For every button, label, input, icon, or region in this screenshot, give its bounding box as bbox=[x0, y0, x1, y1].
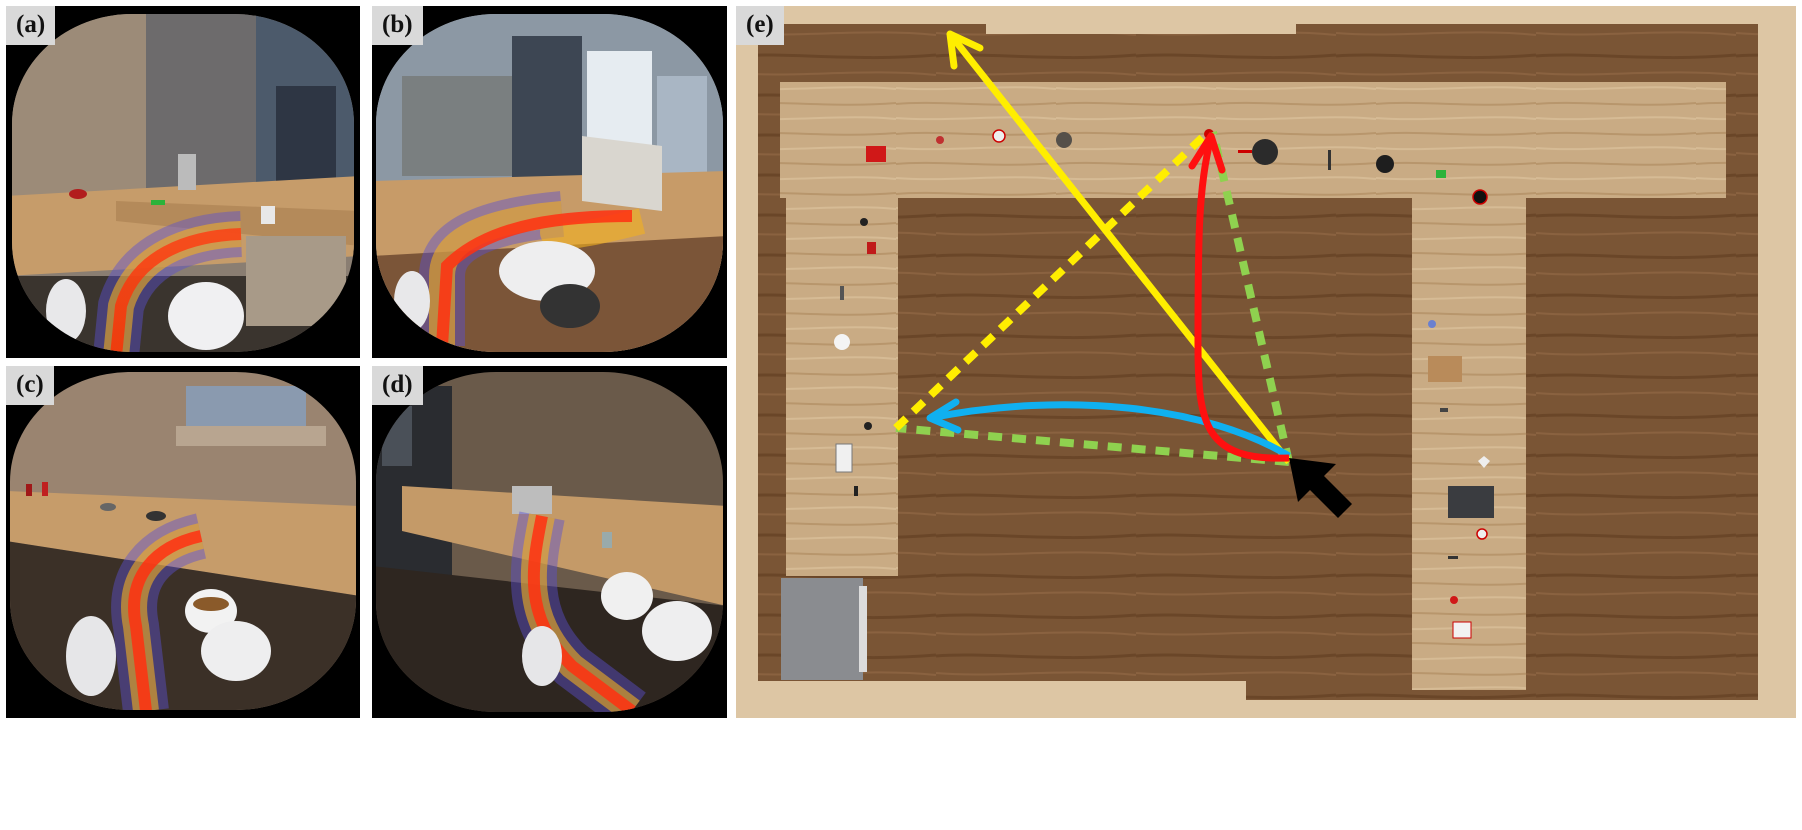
blue-arrowhead bbox=[926, 398, 962, 434]
blue-trajectory-arrow bbox=[929, 401, 1291, 459]
right-counter bbox=[1412, 198, 1526, 690]
left-hand-controller bbox=[522, 626, 562, 686]
toaster-object bbox=[1448, 486, 1494, 518]
right-hand-controller bbox=[168, 282, 244, 350]
left-counter bbox=[786, 198, 898, 576]
left-hand-controller bbox=[66, 616, 116, 696]
yellow-trajectory-arrow bbox=[947, 31, 1292, 465]
red-arrowhead bbox=[1188, 132, 1226, 174]
red-object bbox=[866, 146, 886, 162]
blender-object bbox=[178, 154, 196, 190]
panel-e: (e) bbox=[736, 6, 1796, 718]
user-position-marker bbox=[1289, 458, 1352, 518]
coffee-machine-object bbox=[582, 136, 662, 211]
top-counter bbox=[780, 82, 1726, 198]
panel-label-a: (a) bbox=[6, 6, 56, 45]
panel-b: (b) bbox=[372, 6, 727, 358]
left-hand-controller bbox=[46, 279, 86, 343]
panel-a: (a) bbox=[6, 6, 360, 358]
toaster-object bbox=[512, 486, 552, 514]
left-hand-controller bbox=[394, 271, 430, 331]
yellow-arrowhead bbox=[946, 30, 984, 70]
panel-label-c: (c) bbox=[6, 366, 54, 405]
top-down-kitchen-map bbox=[736, 6, 1796, 718]
red-trajectory-arrow bbox=[1194, 137, 1290, 462]
right-hand-controller bbox=[642, 601, 712, 661]
panel-label-e: (e) bbox=[736, 6, 784, 45]
panel-c: (c) bbox=[6, 366, 360, 718]
green-dotted-line-right bbox=[1209, 131, 1293, 463]
panel-d: (d) bbox=[372, 366, 727, 718]
vr-view-c-image bbox=[10, 372, 356, 710]
oven-object bbox=[781, 578, 863, 680]
vr-view-a-image bbox=[12, 14, 354, 352]
frying-pan-object bbox=[1252, 139, 1278, 165]
panel-label-d: (d) bbox=[372, 366, 423, 405]
right-hand-controller bbox=[201, 621, 271, 681]
vr-view-d-image bbox=[376, 372, 723, 712]
vr-view-b-image bbox=[376, 14, 723, 352]
green-dotted-line-bottom bbox=[895, 424, 1290, 466]
coffee-cup-object bbox=[601, 572, 653, 620]
panel-label-b: (b) bbox=[372, 6, 423, 45]
